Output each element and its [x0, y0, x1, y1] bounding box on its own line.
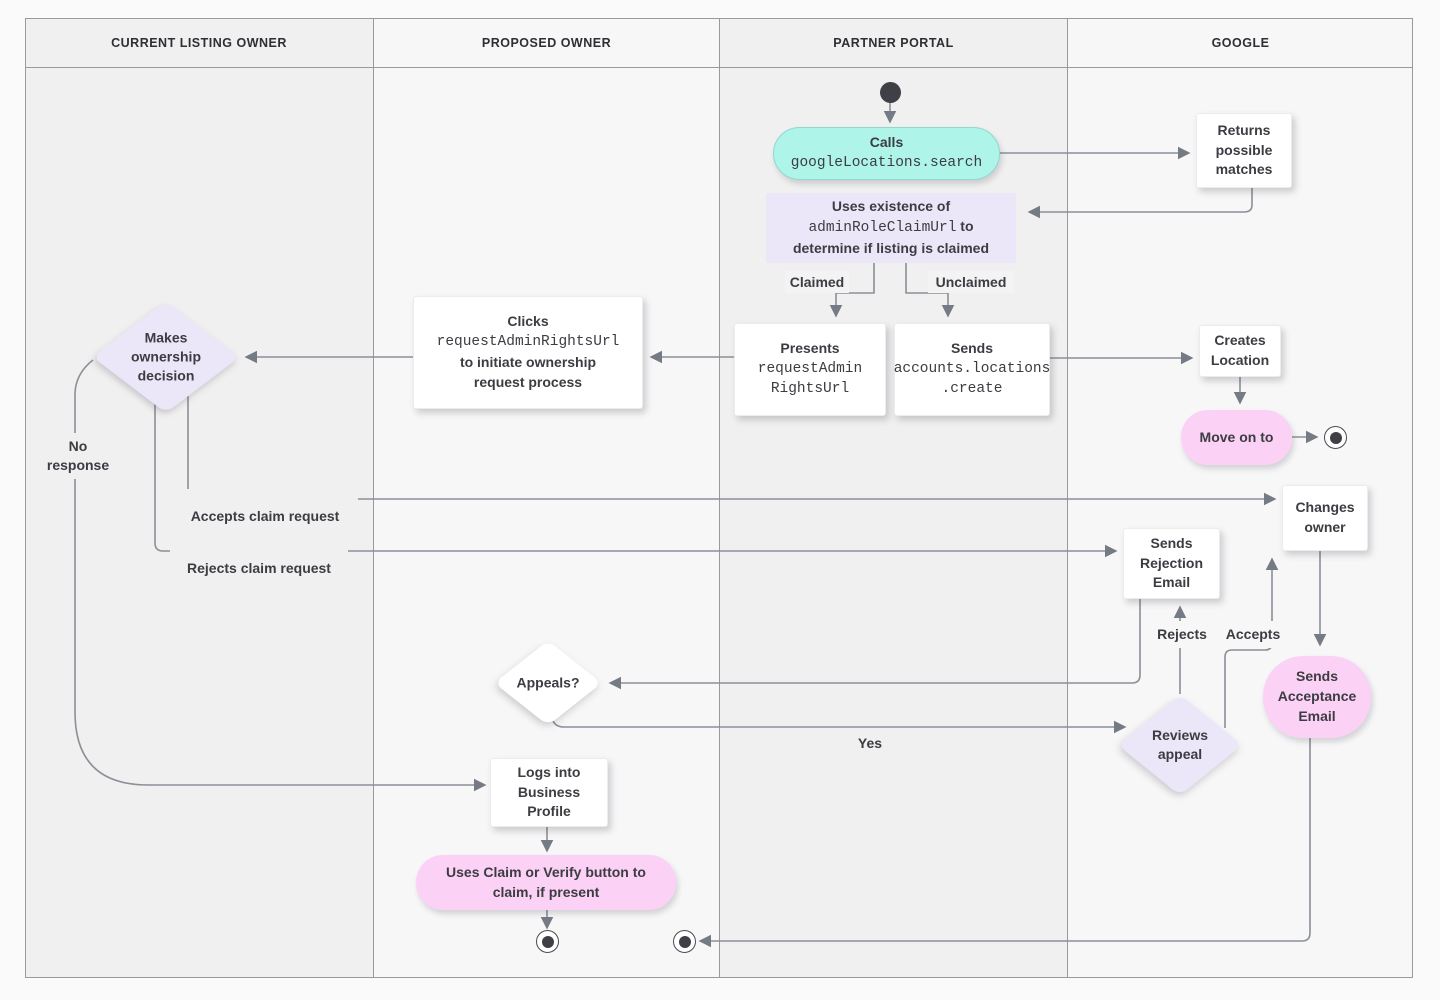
creates-location-node: Creates Location	[1199, 325, 1281, 377]
makes-ownership-decision-node: Makes ownership decision	[92, 301, 240, 413]
sends-rejection-email-node: Sends Rejection Email	[1123, 528, 1220, 599]
calls-googlelocations-search-node: Calls googleLocations.search	[773, 127, 1000, 180]
lane-header-proposed-owner: PROPOSED OWNER	[374, 18, 719, 68]
appeals-decision-node: Appeals?	[494, 640, 602, 726]
edge-label-rejects: Rejects	[1150, 621, 1214, 648]
lane-header-current-listing-owner: CURRENT LISTING OWNER	[25, 18, 373, 68]
end-node-acceptance-flow	[673, 930, 696, 953]
changes-owner-node: Changes owner	[1282, 485, 1368, 551]
reviews-appeal-node: Reviews appeal	[1117, 694, 1243, 796]
uses-claim-or-verify-node: Uses Claim or Verify button to claim, if…	[416, 855, 676, 910]
sends-accounts-locations-create-node: Sends accounts.locations .create	[894, 323, 1050, 416]
edge-label-claimed: Claimed	[785, 271, 849, 293]
sends-acceptance-email-node: Sends Acceptance Email	[1263, 656, 1371, 738]
start-node	[880, 82, 901, 103]
presents-request-admin-rights-url-node: Presents requestAdmin RightsUrl	[734, 323, 886, 416]
edge-label-rejects-claim-request: Rejects claim request	[170, 541, 348, 578]
logs-into-business-profile-node: Logs into Business Profile	[490, 758, 608, 827]
lane-header-partner-portal: PARTNER PORTAL	[720, 18, 1067, 68]
lane-proposed-owner: PROPOSED OWNER	[373, 18, 719, 978]
clicks-request-admin-rights-url-node: Clicks requestAdminRightsUrl to initiate…	[413, 296, 643, 409]
edge-label-accepts: Accepts	[1218, 621, 1288, 648]
edge-label-accepts-claim-request: Accepts claim request	[172, 489, 358, 526]
move-on-to-node: Move on to	[1181, 410, 1292, 465]
uses-existence-note: Uses existence of adminRoleClaimUrl to d…	[766, 193, 1016, 263]
lane-header-google: GOOGLE	[1068, 18, 1413, 68]
edge-label-no-response: No response	[38, 433, 118, 479]
end-node-claim-flow	[536, 930, 559, 953]
end-node-create-flow	[1324, 426, 1347, 449]
edge-label-yes: Yes	[848, 730, 892, 756]
edge-label-unclaimed: Unclaimed	[928, 271, 1014, 293]
returns-possible-matches-node: Returns possible matches	[1196, 113, 1292, 188]
